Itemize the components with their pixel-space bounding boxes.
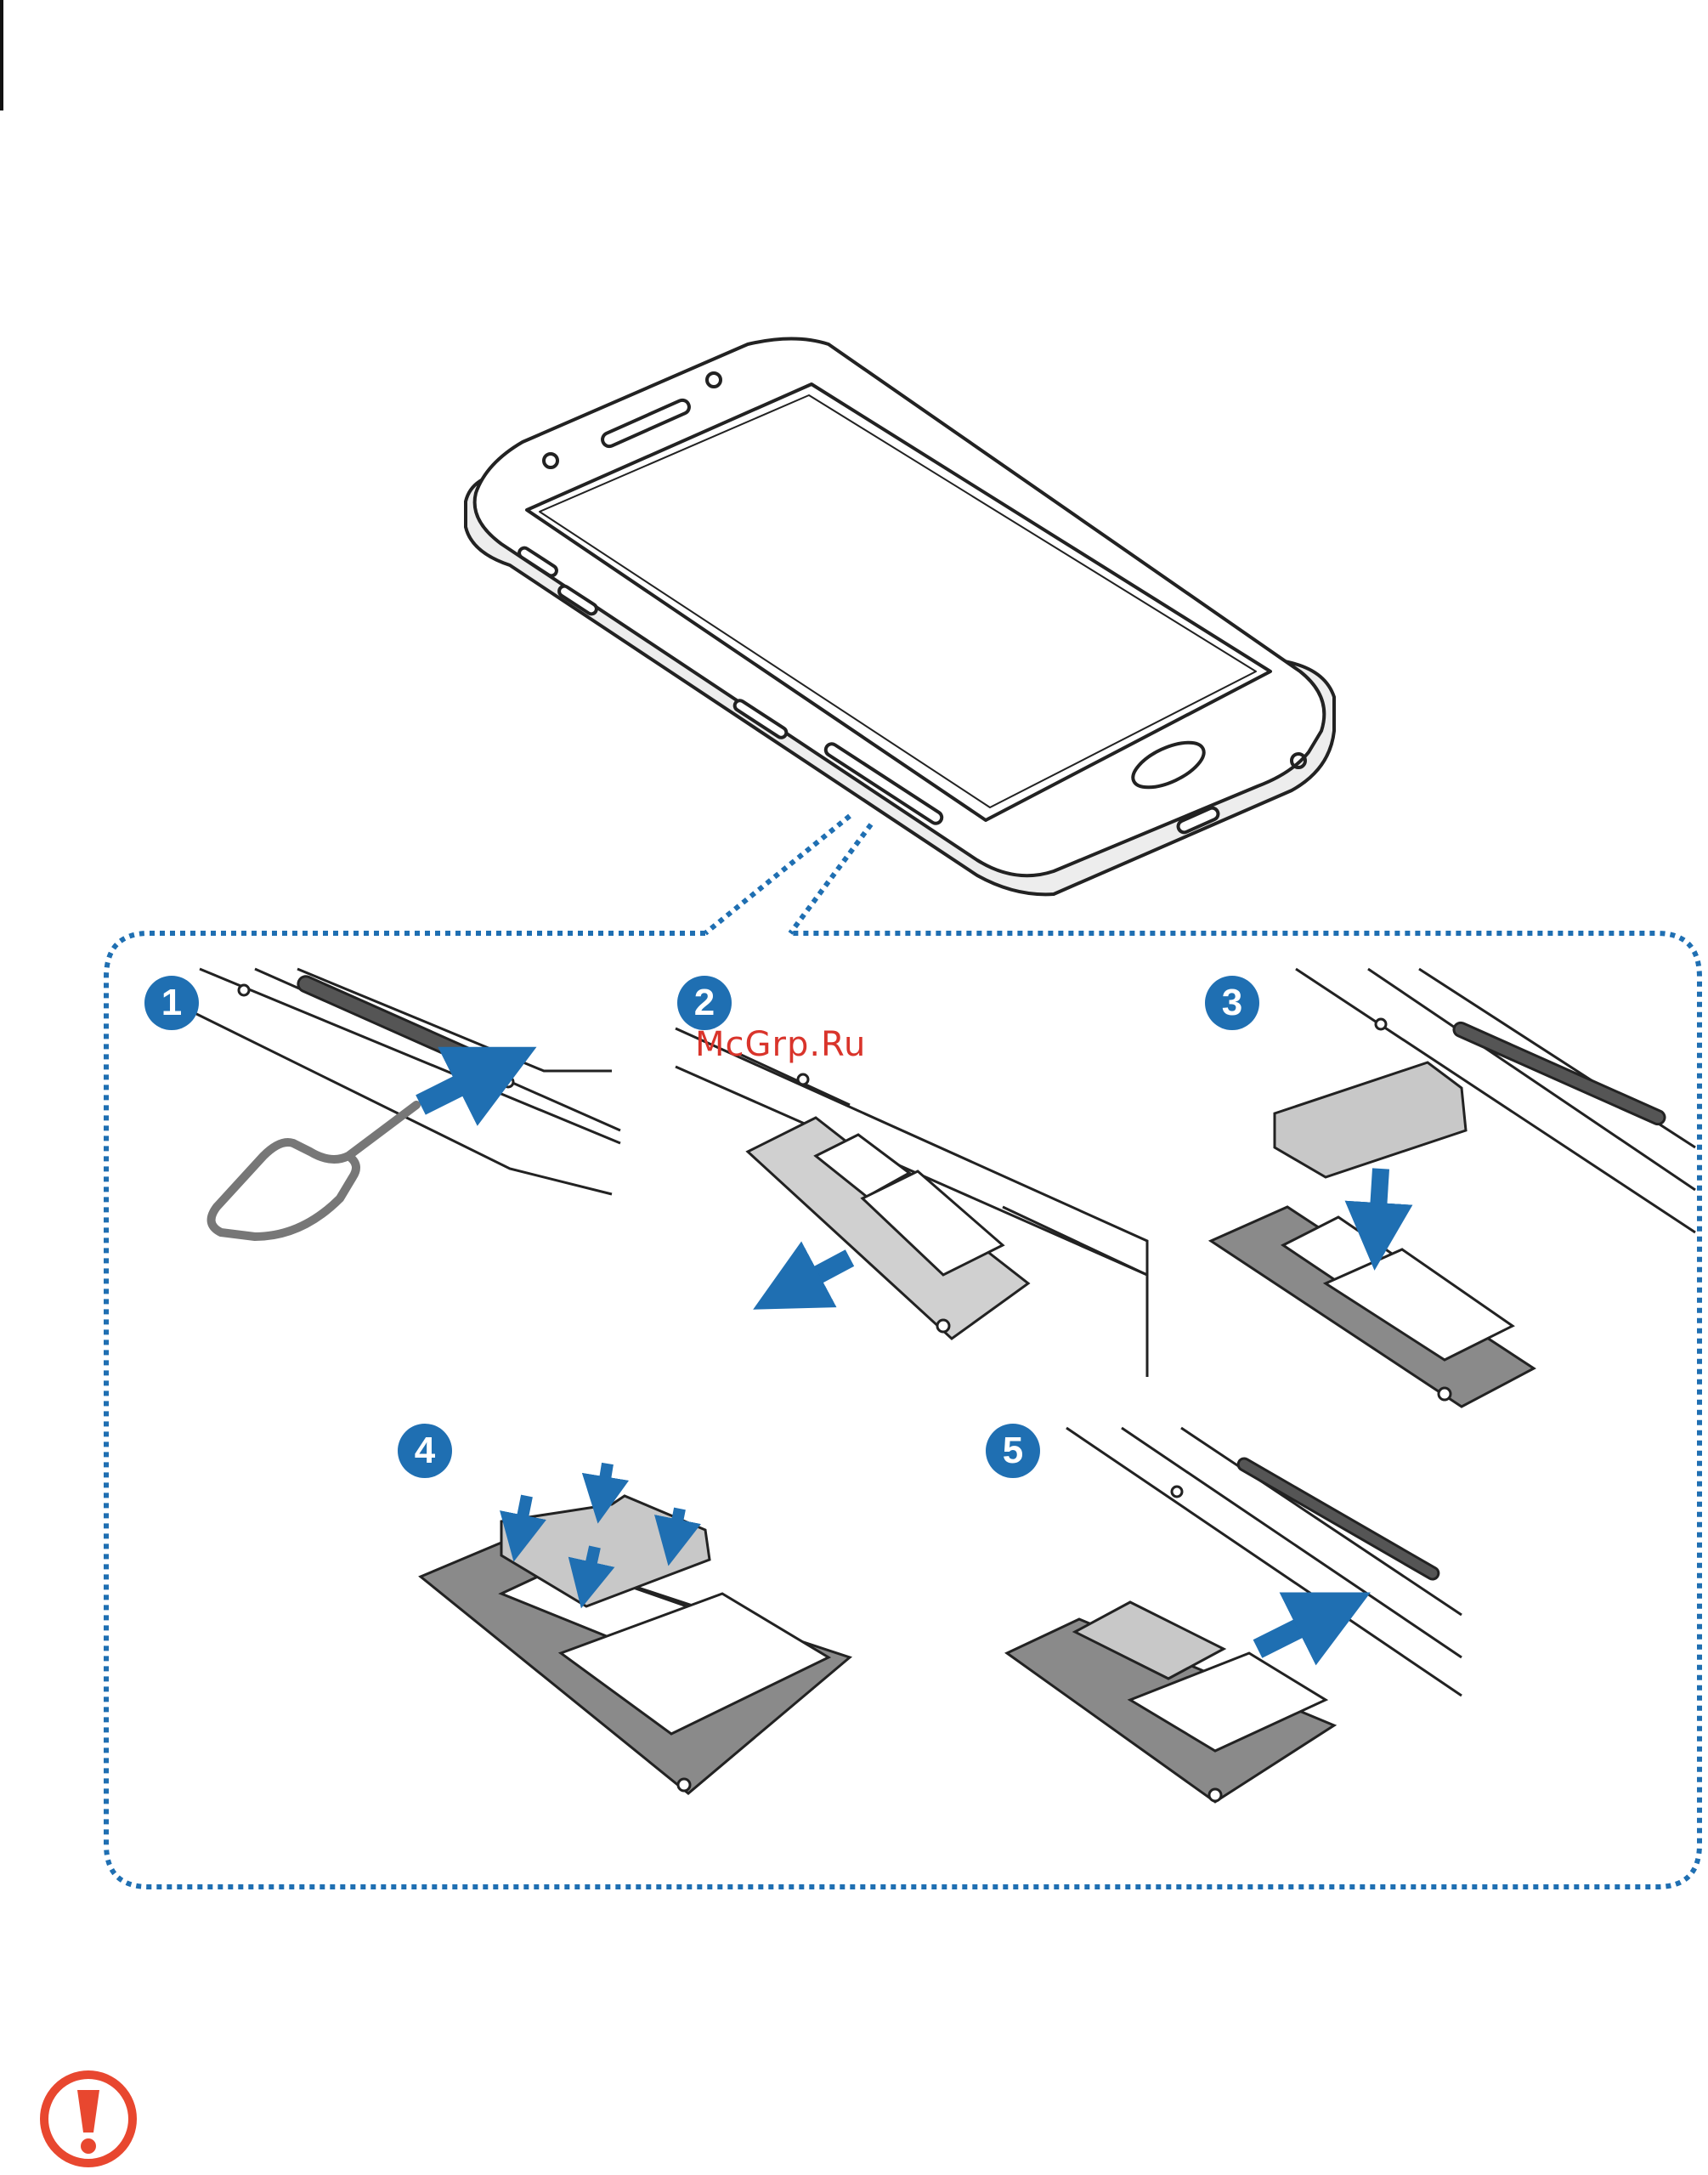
warning-icon xyxy=(37,2068,139,2170)
watermark: McGrp.Ru xyxy=(695,1025,866,1064)
arrow-icon xyxy=(1258,1611,1334,1649)
step-4-illustration xyxy=(421,1496,850,1793)
step-4-badge: 4 xyxy=(398,1424,452,1478)
phone-illustration xyxy=(466,339,1334,895)
arrow-icon xyxy=(786,1258,850,1292)
arrow-icon xyxy=(421,1067,497,1105)
step-5-illustration xyxy=(1007,1428,1462,1802)
step-2-illustration xyxy=(676,1028,1147,1377)
step-1-illustration xyxy=(174,969,620,1194)
step-1-badge: 1 xyxy=(144,976,199,1030)
arrow-icon xyxy=(1377,1169,1381,1237)
step-2-badge: 2 xyxy=(677,976,732,1030)
ejection-pin-icon xyxy=(212,1105,416,1237)
step-3-illustration xyxy=(1211,969,1695,1407)
step-3-badge: 3 xyxy=(1205,976,1259,1030)
step-5-badge: 5 xyxy=(986,1424,1040,1478)
